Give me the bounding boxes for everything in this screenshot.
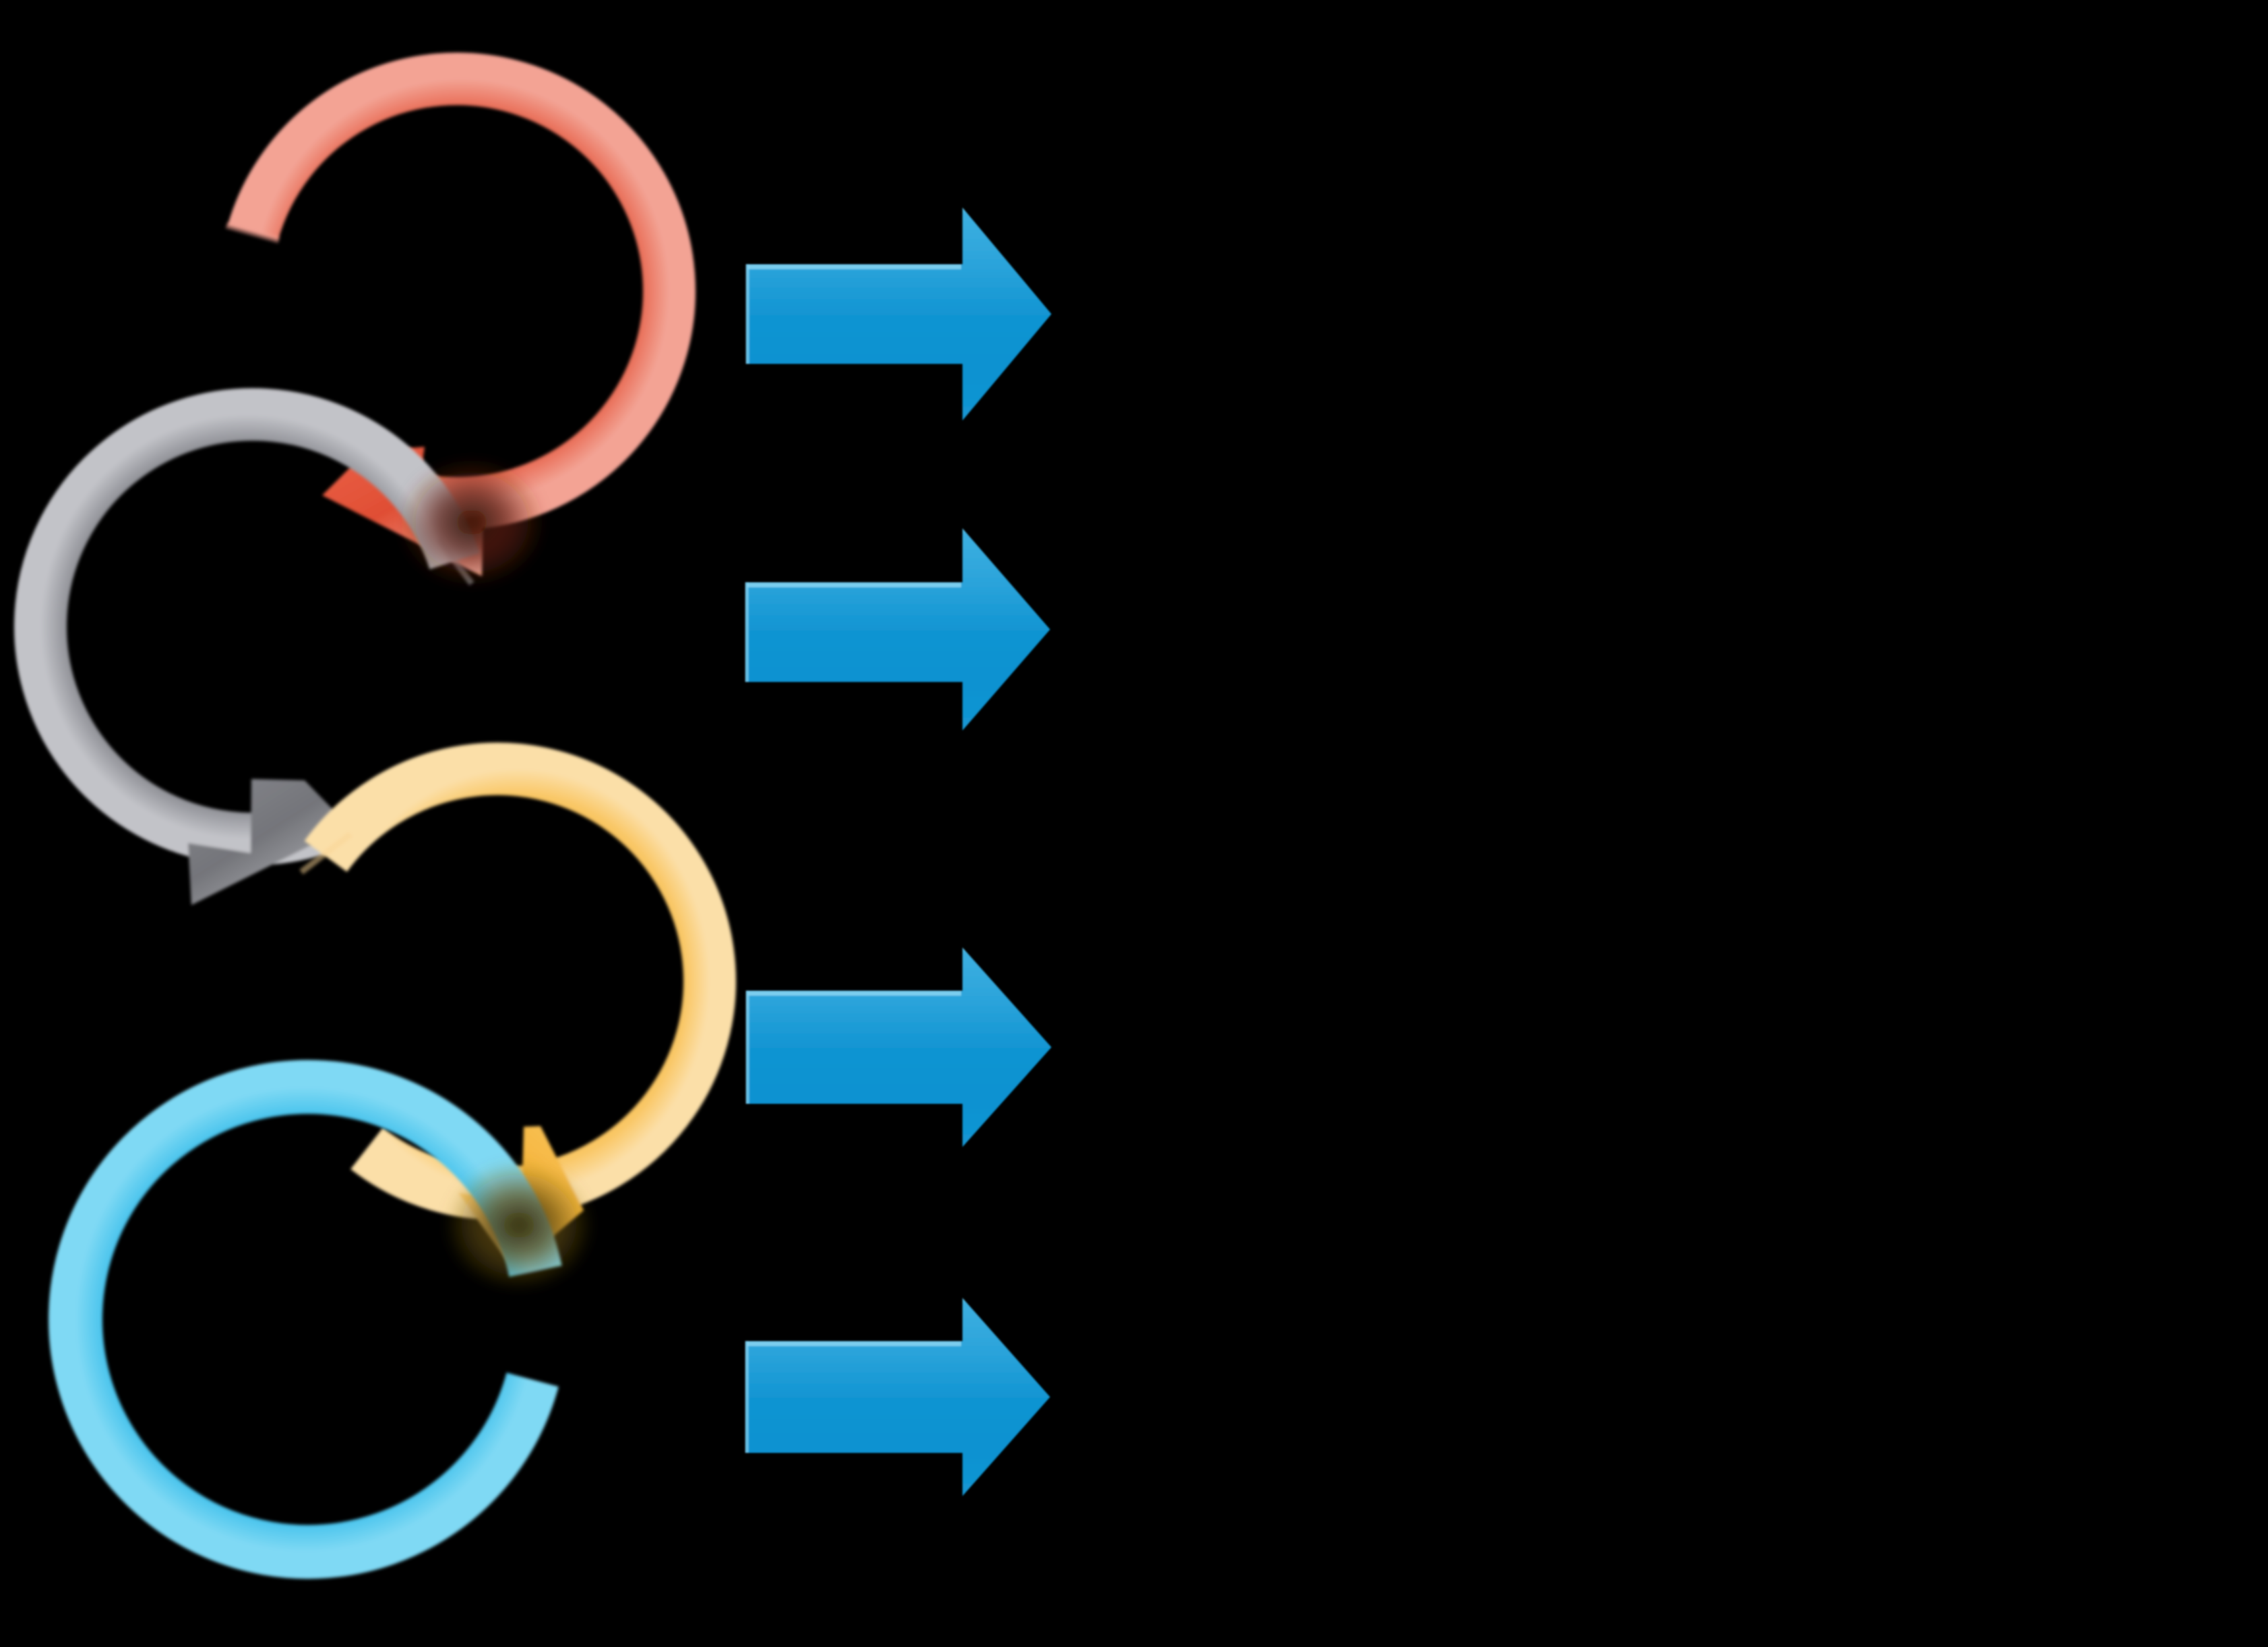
ring-red-tail bbox=[225, 222, 280, 243]
ring-gray-arc bbox=[14, 388, 480, 865]
block-arrow-4-shape[interactable] bbox=[745, 1298, 1050, 1496]
ring-red-arc bbox=[227, 53, 696, 530]
overlap-yellow-cyan bbox=[445, 1160, 593, 1290]
ring-yellow-tail bbox=[299, 832, 353, 875]
ring-cyan bbox=[49, 1059, 562, 1579]
block-arrow-4[interactable] bbox=[745, 1298, 1050, 1496]
block-arrow-1[interactable] bbox=[745, 208, 1051, 421]
overlap-red-gray bbox=[399, 458, 545, 586]
ring-cyan-arc bbox=[49, 1059, 562, 1579]
block-arrow-2[interactable] bbox=[745, 528, 1050, 731]
block-arrow-1-shape[interactable] bbox=[746, 208, 1051, 421]
block-arrow-3[interactable] bbox=[745, 947, 1051, 1147]
ring-gray-arrowhead bbox=[188, 779, 349, 905]
block-arrow-3-shape[interactable] bbox=[746, 947, 1051, 1147]
block-arrow-2-shape[interactable] bbox=[745, 528, 1050, 731]
right-empty-panel bbox=[1078, 0, 2268, 1647]
